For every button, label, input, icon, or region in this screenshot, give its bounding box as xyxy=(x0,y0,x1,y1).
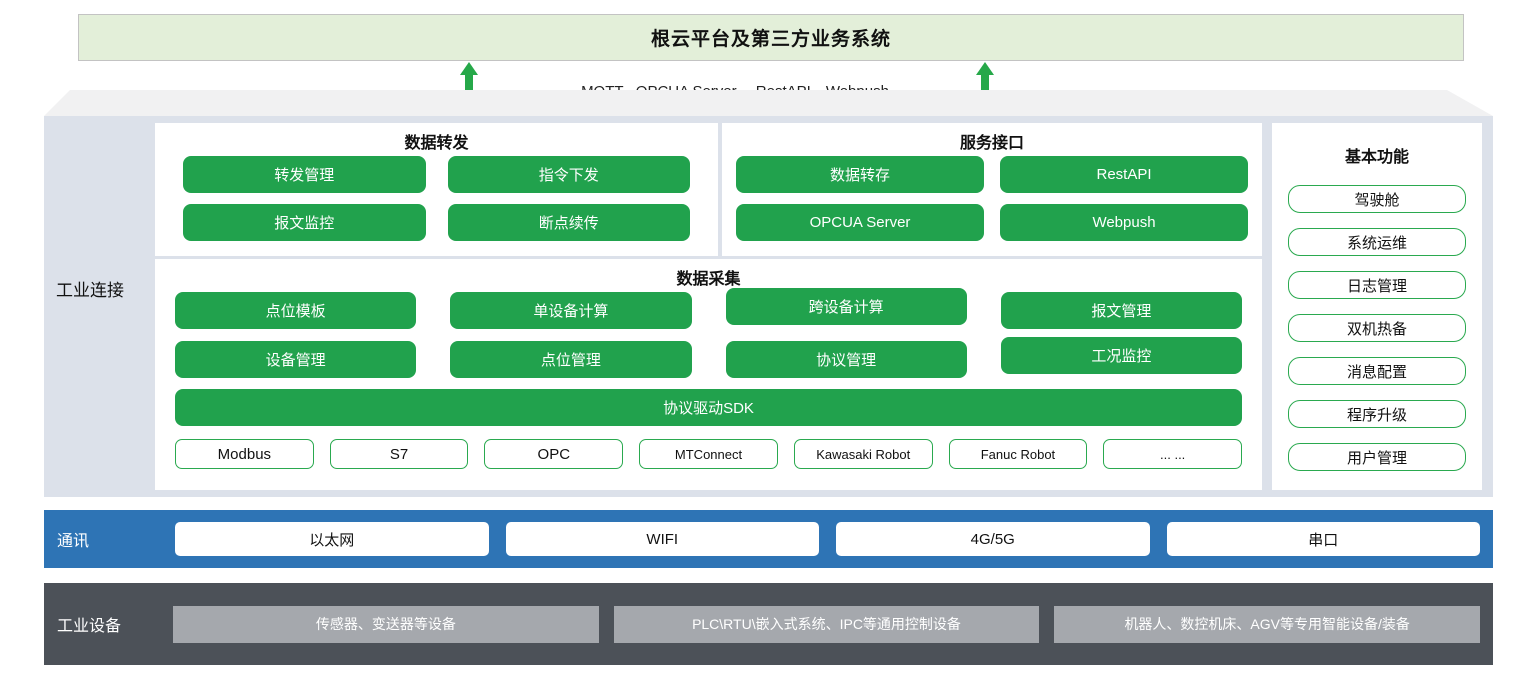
protocol-button: OPC xyxy=(484,439,624,469)
comm-item-button: WIFI xyxy=(505,522,819,556)
comm-item-button: 串口 xyxy=(1166,522,1480,556)
industrial-devices-bar: 工业设备 传感器、变送器等设备 PLC\RTU\嵌入式系统、IPC等通用控制设备… xyxy=(44,583,1493,665)
cloud-platform-bar: 根云平台及第三方业务系统 xyxy=(78,14,1464,61)
cloud-platform-title: 根云平台及第三方业务系统 xyxy=(650,29,891,50)
data-forwarding-button: 断点续传 xyxy=(447,204,690,241)
data-collection-button: 协议管理 xyxy=(725,341,967,378)
service-interface-panel: 服务接口 数据转存 RestAPI OPCUA Server Webpush xyxy=(722,123,1262,256)
basic-function-button: 驾驶舱 xyxy=(1288,185,1466,213)
device-category-box: 机器人、数控机床、AGV等专用智能设备/装备 xyxy=(1054,605,1481,643)
data-collection-button: 报文管理 xyxy=(1000,292,1242,329)
service-interface-button: Webpush xyxy=(1000,204,1248,241)
data-forwarding-title: 数据转发 xyxy=(404,135,469,152)
protocol-button: S7 xyxy=(329,439,469,469)
box-top-face xyxy=(44,90,1493,116)
protocol-button: Fanuc Robot xyxy=(948,439,1088,469)
basic-function-button: 程序升级 xyxy=(1288,400,1466,428)
basic-functions-panel: 基本功能 驾驶舱 系统运维 日志管理 双机热备 消息配置 程序升级 用户管理 xyxy=(1272,123,1482,490)
data-collection-button: 跨设备计算 xyxy=(725,288,967,325)
basic-function-button: 用户管理 xyxy=(1288,443,1466,471)
industrial-devices-label: 工业设备 xyxy=(57,618,122,635)
device-category-box: PLC\RTU\嵌入式系统、IPC等通用控制设备 xyxy=(613,605,1040,643)
basic-function-button: 双机热备 xyxy=(1288,314,1466,342)
data-collection-button: 点位模板 xyxy=(175,292,417,329)
industrial-connection-label: 工业连接 xyxy=(56,281,124,300)
data-collection-button: 设备管理 xyxy=(175,341,417,378)
protocol-button: Kawasaki Robot xyxy=(793,439,933,469)
service-interface-button: OPCUA Server xyxy=(736,204,984,241)
protocol-button: Modbus xyxy=(175,439,314,469)
service-interface-button: RestAPI xyxy=(1000,156,1248,193)
communication-bar: 通讯 以太网 WIFI 4G/5G 串口 xyxy=(44,510,1493,568)
data-collection-button: 点位管理 xyxy=(450,341,692,378)
protocol-button: MTConnect xyxy=(639,439,778,469)
communication-label: 通讯 xyxy=(57,533,90,550)
data-collection-panel: 数据采集 点位模板 单设备计算 跨设备计算 报文管理 设备管理 点位管理 协议管… xyxy=(155,259,1262,490)
basic-function-button: 日志管理 xyxy=(1288,271,1466,299)
basic-function-button: 系统运维 xyxy=(1288,228,1466,256)
protocol-driver-sdk-bar: 协议驱动SDK xyxy=(175,389,1242,426)
comm-item-button: 4G/5G xyxy=(836,522,1150,556)
data-forwarding-panel: 数据转发 转发管理 指令下发 报文监控 断点续传 xyxy=(155,123,718,256)
protocol-button: ... ... xyxy=(1103,439,1243,469)
data-forwarding-button: 指令下发 xyxy=(447,156,690,193)
basic-functions-title: 基本功能 xyxy=(1344,149,1409,166)
device-category-box: 传感器、变送器等设备 xyxy=(173,605,599,643)
data-collection-title: 数据采集 xyxy=(676,271,741,288)
data-forwarding-button: 转发管理 xyxy=(183,156,426,193)
service-interface-title: 服务接口 xyxy=(959,135,1024,152)
industrial-connection-box: 工业连接 数据转发 转发管理 指令下发 报文监控 断点续传 服务接口 数据转存 … xyxy=(44,116,1493,497)
data-forwarding-button: 报文监控 xyxy=(183,204,426,241)
service-interface-button: 数据转存 xyxy=(736,156,984,193)
data-collection-button: 工况监控 xyxy=(1000,337,1242,374)
comm-item-button: 以太网 xyxy=(175,522,489,556)
data-collection-button: 单设备计算 xyxy=(450,292,692,329)
basic-function-button: 消息配置 xyxy=(1288,357,1466,385)
